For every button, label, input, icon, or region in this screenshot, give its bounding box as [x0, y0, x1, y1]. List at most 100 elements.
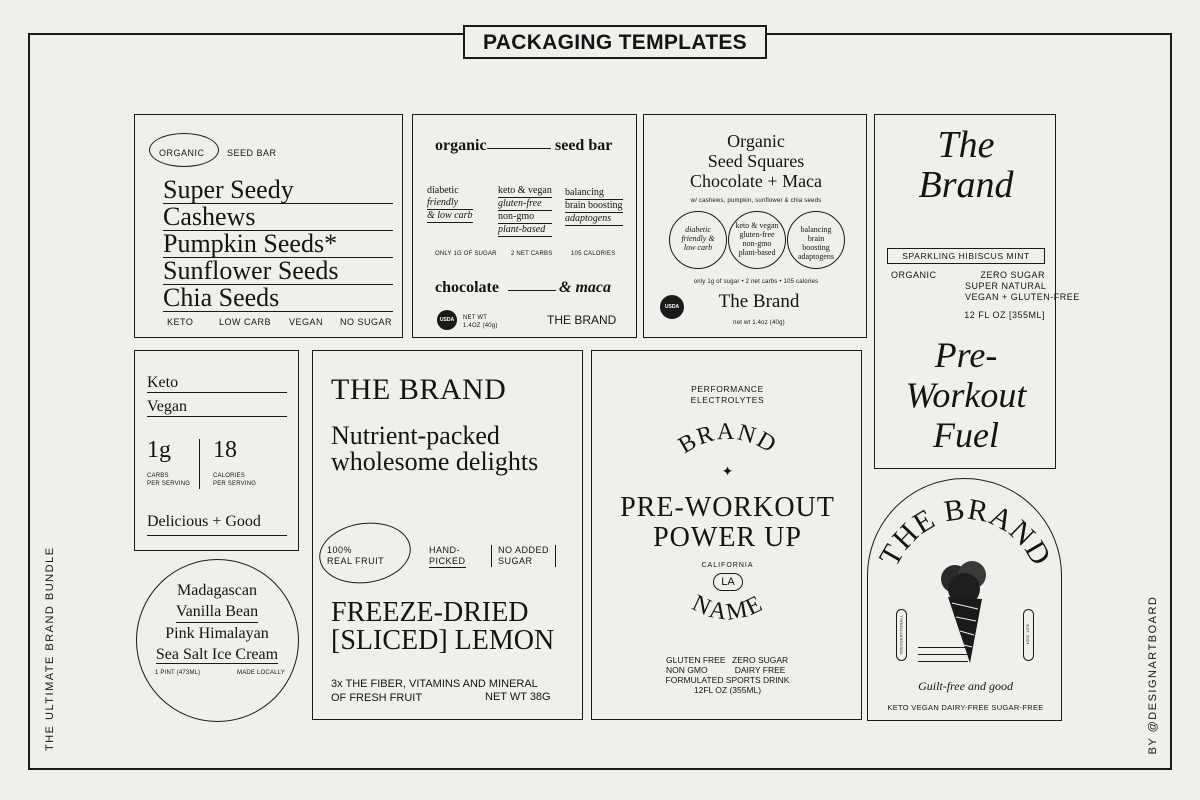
product-name: Pre- Workout Fuel: [875, 335, 1057, 455]
side-text-left: #DESSERTFORALL: [898, 614, 904, 655]
no-added-sugar: NO ADDED SUGAR: [491, 545, 557, 567]
flavor-line: Pink Himalayan: [165, 625, 269, 642]
claim-text: SUPER NATURAL: [965, 281, 1047, 291]
flavor-line: Madagascan: [177, 582, 257, 599]
net-text: NET WT: [463, 315, 488, 321]
brand-line: Brand: [918, 164, 1014, 206]
flavor-line-part: Sea Salt Ice Cream: [155, 646, 279, 664]
side-pill-left: [896, 609, 907, 661]
footer-tagline: Delicious + Good: [147, 511, 287, 536]
benefit-text: adaptogens: [565, 213, 623, 226]
footer-claims: KETO VEGAN DAIRY-FREE SUGAR-FREE: [887, 703, 1044, 712]
vanilla-ice-cream-circle-label: Madagascan Vanilla Bean Pink Himalayan S…: [136, 559, 299, 722]
benefit-circle: [669, 211, 727, 269]
benefit-circle-text: keto & vegan gluten-free non-gmo plant-b…: [735, 221, 779, 257]
claim-text: ZERO SUGAR: [980, 270, 1045, 280]
category-line: ELECTROLYTES: [690, 395, 765, 405]
brand-name: The Brand: [875, 125, 1057, 205]
freeze-dried-lemon-label: THE BRAND Nutrient-packed wholesome deli…: [312, 350, 583, 720]
label-text: CALORIES: [213, 473, 245, 479]
benefit-circle-text: balancing brain boosting adaptogens: [798, 225, 834, 261]
tagline-line: wholesome delights: [331, 447, 539, 476]
carbs-number: 1g: [147, 437, 171, 463]
benefit-col-1: diabetic friendly & low carb: [427, 185, 473, 223]
seed-squares-label: Organic Seed Squares Chocolate + Maca w/…: [643, 114, 867, 338]
svg-text:NAME: NAME: [688, 591, 768, 626]
label-right: seed bar: [555, 137, 613, 154]
title-line: Seed Squares: [707, 151, 805, 171]
divider-vertical: [199, 439, 200, 489]
page-title: PACKAGING TEMPLATES: [463, 25, 767, 59]
fact-line: NON GMO: [666, 665, 708, 675]
facts-line: only 1g of sugar • 2 net carbs • 105 cal…: [693, 279, 819, 285]
tagline: Nutrient-packed wholesome delights: [331, 423, 538, 475]
ingredient-note: w/ cashews, pumpkin, sunflower & chia se…: [690, 198, 822, 204]
seed-bar-label-2: organic seed bar diabetic friendly & low…: [412, 114, 637, 338]
ice-cream-arch-label: THE BRAND #DESSERTFORALL EST. 2024 Guilt…: [867, 478, 1062, 721]
carbs-label: CARBS PER SERVING: [147, 472, 190, 488]
ingredient-line: Pumpkin Seeds*: [163, 231, 393, 258]
badge-line: SUGAR: [498, 556, 533, 566]
brand-arc: BRAND: [674, 421, 782, 459]
tag: NO SUGAR: [340, 317, 393, 327]
ingredient-line: Super Seedy: [163, 177, 393, 204]
label-text: PER SERVING: [147, 481, 191, 487]
organic-badge: [149, 133, 219, 167]
product-line: PRE-WORKOUT: [620, 492, 835, 523]
badge-line: NO ADDED: [498, 545, 550, 555]
right-vertical-caption: BY @DESIGNARTBOARD: [1147, 595, 1159, 755]
svg-text:BRAND: BRAND: [674, 421, 782, 459]
keto-vegan-label: Keto Vegan 1g CARBS PER SERVING 18 CALOR…: [134, 350, 299, 551]
product-line: FREEZE-DRIED: [331, 597, 529, 628]
benefit-col-2: keto & vegan gluten-free non-gmo plant-b…: [498, 185, 552, 237]
product-line: Pre-: [934, 335, 998, 375]
benefit-circle: [728, 211, 786, 269]
label-text: PER SERVING: [213, 481, 257, 487]
benefit-text: & low carb: [427, 210, 473, 223]
benefit-text: diabetic: [427, 185, 459, 196]
brand-name: The Brand: [718, 291, 800, 312]
fact: 2 NET CARBS: [511, 251, 553, 257]
arc-text-top: BRAND: [674, 421, 780, 459]
pre-workout-fuel-label: The Brand SPARKLING HIBISCUS MINT ORGANI…: [874, 114, 1079, 469]
volume: 12FL OZ (355ML): [693, 685, 762, 695]
diet-line: Keto: [147, 373, 287, 393]
benefit-text: plant-based: [498, 224, 552, 237]
diet-line: Vegan: [147, 397, 287, 417]
volume: 12 FL OZ [355ML]: [964, 310, 1045, 320]
usda-organic-seal: USDA: [660, 295, 684, 319]
benefit-col-3: balancing brain boosting adaptogens: [565, 187, 623, 226]
decor-line: [918, 647, 968, 648]
ingredient-line: Cashews: [163, 204, 393, 231]
fact-line: DAIRY FREE: [734, 665, 786, 675]
fact-line: ZERO SUGAR: [732, 655, 789, 665]
name-arc: NAME: [688, 591, 768, 626]
benefit-text: balancing: [565, 187, 623, 200]
desc-line: 3x THE FIBER, VITAMINS AND MINERAL: [331, 678, 538, 690]
divider-line: [487, 148, 551, 149]
product-line: Fuel: [933, 415, 999, 455]
category-line: PERFORMANCE: [691, 384, 764, 394]
flavor-line: Vanilla Bean: [175, 601, 259, 623]
fact-line: GLUTEN FREE: [666, 655, 726, 665]
net-weight: NET WT 38G: [485, 691, 551, 703]
title-line: Chocolate + Maca: [689, 171, 823, 191]
title-line: Organic: [727, 131, 785, 151]
side-text-right: EST. 2024: [1025, 624, 1031, 645]
product-title: Organic Seed Squares Chocolate + Maca: [644, 131, 868, 191]
tag: LOW CARB: [219, 317, 272, 327]
hand-picked: HAND- PICKED: [429, 545, 466, 568]
fact: ONLY 1G OF SUGAR: [435, 251, 497, 257]
description: 3x THE FIBER, VITAMINS AND MINERAL OF FR…: [331, 677, 538, 705]
tagline-line: Nutrient-packed: [331, 421, 500, 450]
badge-line: 100%: [327, 545, 353, 555]
ice-cream-cone-icon: [941, 561, 986, 663]
facts-left: GLUTEN FREE NON GMO: [666, 655, 726, 675]
brand-name: THE BRAND: [331, 373, 507, 406]
fact: 105 CALORIES: [571, 251, 616, 257]
label-text: CARBS: [147, 473, 169, 479]
side-pill-right: [1023, 609, 1034, 661]
flavor-line: Sea Salt Ice Cream: [137, 644, 297, 665]
desc-line: OF FRESH FRUIT: [331, 692, 423, 704]
left-vertical-caption: THE ULTIMATE BRAND BUNDLE: [44, 546, 56, 751]
